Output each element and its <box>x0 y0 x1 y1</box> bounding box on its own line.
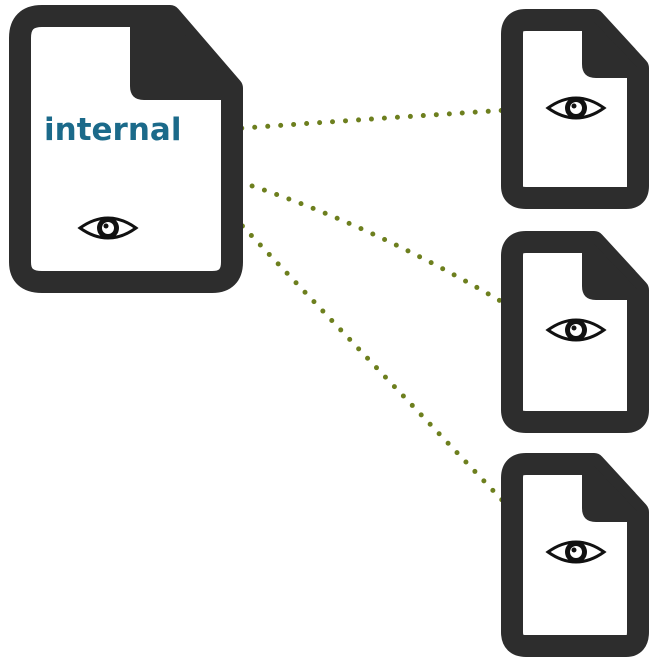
eye-icon <box>545 540 607 564</box>
eye-icon <box>545 318 607 342</box>
eye-icon <box>77 216 139 240</box>
internal-label: internal <box>44 112 181 148</box>
connector-to-doc-1 <box>187 105 543 135</box>
eye-icon <box>545 96 607 120</box>
source-document-icon: internal <box>9 5 243 293</box>
